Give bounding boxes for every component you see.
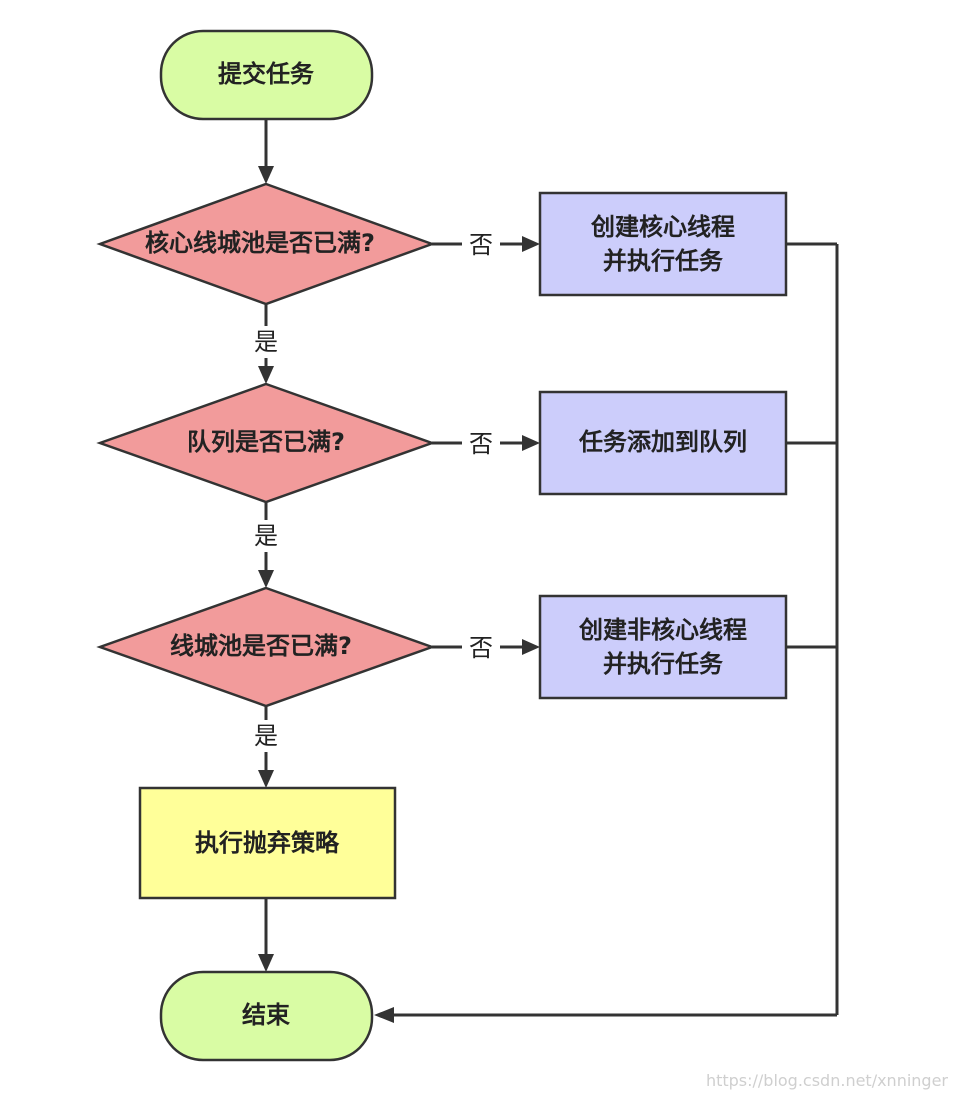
- arrowhead-queue-check-to-pool-check: [258, 570, 274, 588]
- arrowhead-pool-check-to-reject: [258, 770, 274, 788]
- no-label-core-check: 否: [469, 231, 493, 259]
- arrowhead-core-check-to-create-core: [522, 236, 540, 252]
- create-noncore-thread-line1: 创建非核心线程: [578, 616, 747, 644]
- arrowhead-reject-to-end: [258, 954, 274, 972]
- core-thread-check-label: 核心线城池是否已满?: [145, 229, 375, 257]
- reject-policy-node: 执行抛弃策略: [138, 786, 397, 900]
- arrowhead-core-check-to-queue-check: [258, 366, 274, 384]
- add-to-queue-box: [538, 390, 788, 496]
- yes-label-queue-check: 是: [254, 522, 278, 550]
- create-core-thread-line1: 创建核心线程: [590, 213, 735, 241]
- create-noncore-thread-line2: 并执行任务: [603, 650, 724, 678]
- reject-policy-box: [138, 786, 397, 900]
- reject-policy-label: 执行抛弃策略: [195, 829, 340, 857]
- arrowhead-pool-check-to-create-noncore: [522, 639, 540, 655]
- yes-label-core-check: 是: [254, 328, 278, 356]
- no-label-pool-check: 否: [469, 634, 493, 662]
- add-to-queue-node: 任务添加到队列: [538, 390, 788, 496]
- arrowhead-queue-check-to-add-queue: [522, 435, 540, 451]
- create-core-thread-box: [538, 191, 788, 297]
- yes-label-pool-check: 是: [254, 722, 278, 750]
- pool-check-node: 线城池是否已满?: [96, 586, 436, 708]
- end-terminal-shape: [159, 970, 374, 1062]
- end-label: 结束: [242, 1001, 291, 1029]
- arrowhead-start-to-core-check: [258, 166, 274, 184]
- create-core-thread-node: 创建核心线程 并执行任务: [538, 191, 788, 297]
- start-terminal-shape: [159, 29, 374, 121]
- queue-check-label: 队列是否已满?: [187, 428, 345, 456]
- no-label-queue-check: 否: [469, 430, 493, 458]
- arrowhead-rail-to-end: [374, 1007, 394, 1023]
- create-noncore-thread-node: 创建非核心线程 并执行任务: [538, 594, 788, 700]
- pool-check-label: 线城池是否已满?: [170, 632, 352, 660]
- end-node: 结束: [159, 970, 374, 1062]
- pool-check-diamond: [96, 586, 436, 708]
- queue-check-node: 队列是否已满?: [96, 382, 436, 504]
- watermark: https://blog.csdn.net/xnninger: [705, 1071, 948, 1090]
- start-label: 提交任务: [218, 60, 315, 88]
- create-core-thread-line2: 并执行任务: [603, 247, 724, 275]
- start-node: 提交任务: [159, 29, 374, 121]
- core-thread-check-node: 核心线城池是否已满?: [96, 182, 436, 306]
- queue-check-diamond: [96, 382, 436, 504]
- create-noncore-thread-box: [538, 594, 788, 700]
- core-thread-check-diamond: [96, 182, 436, 306]
- add-to-queue-label: 任务添加到队列: [578, 428, 747, 456]
